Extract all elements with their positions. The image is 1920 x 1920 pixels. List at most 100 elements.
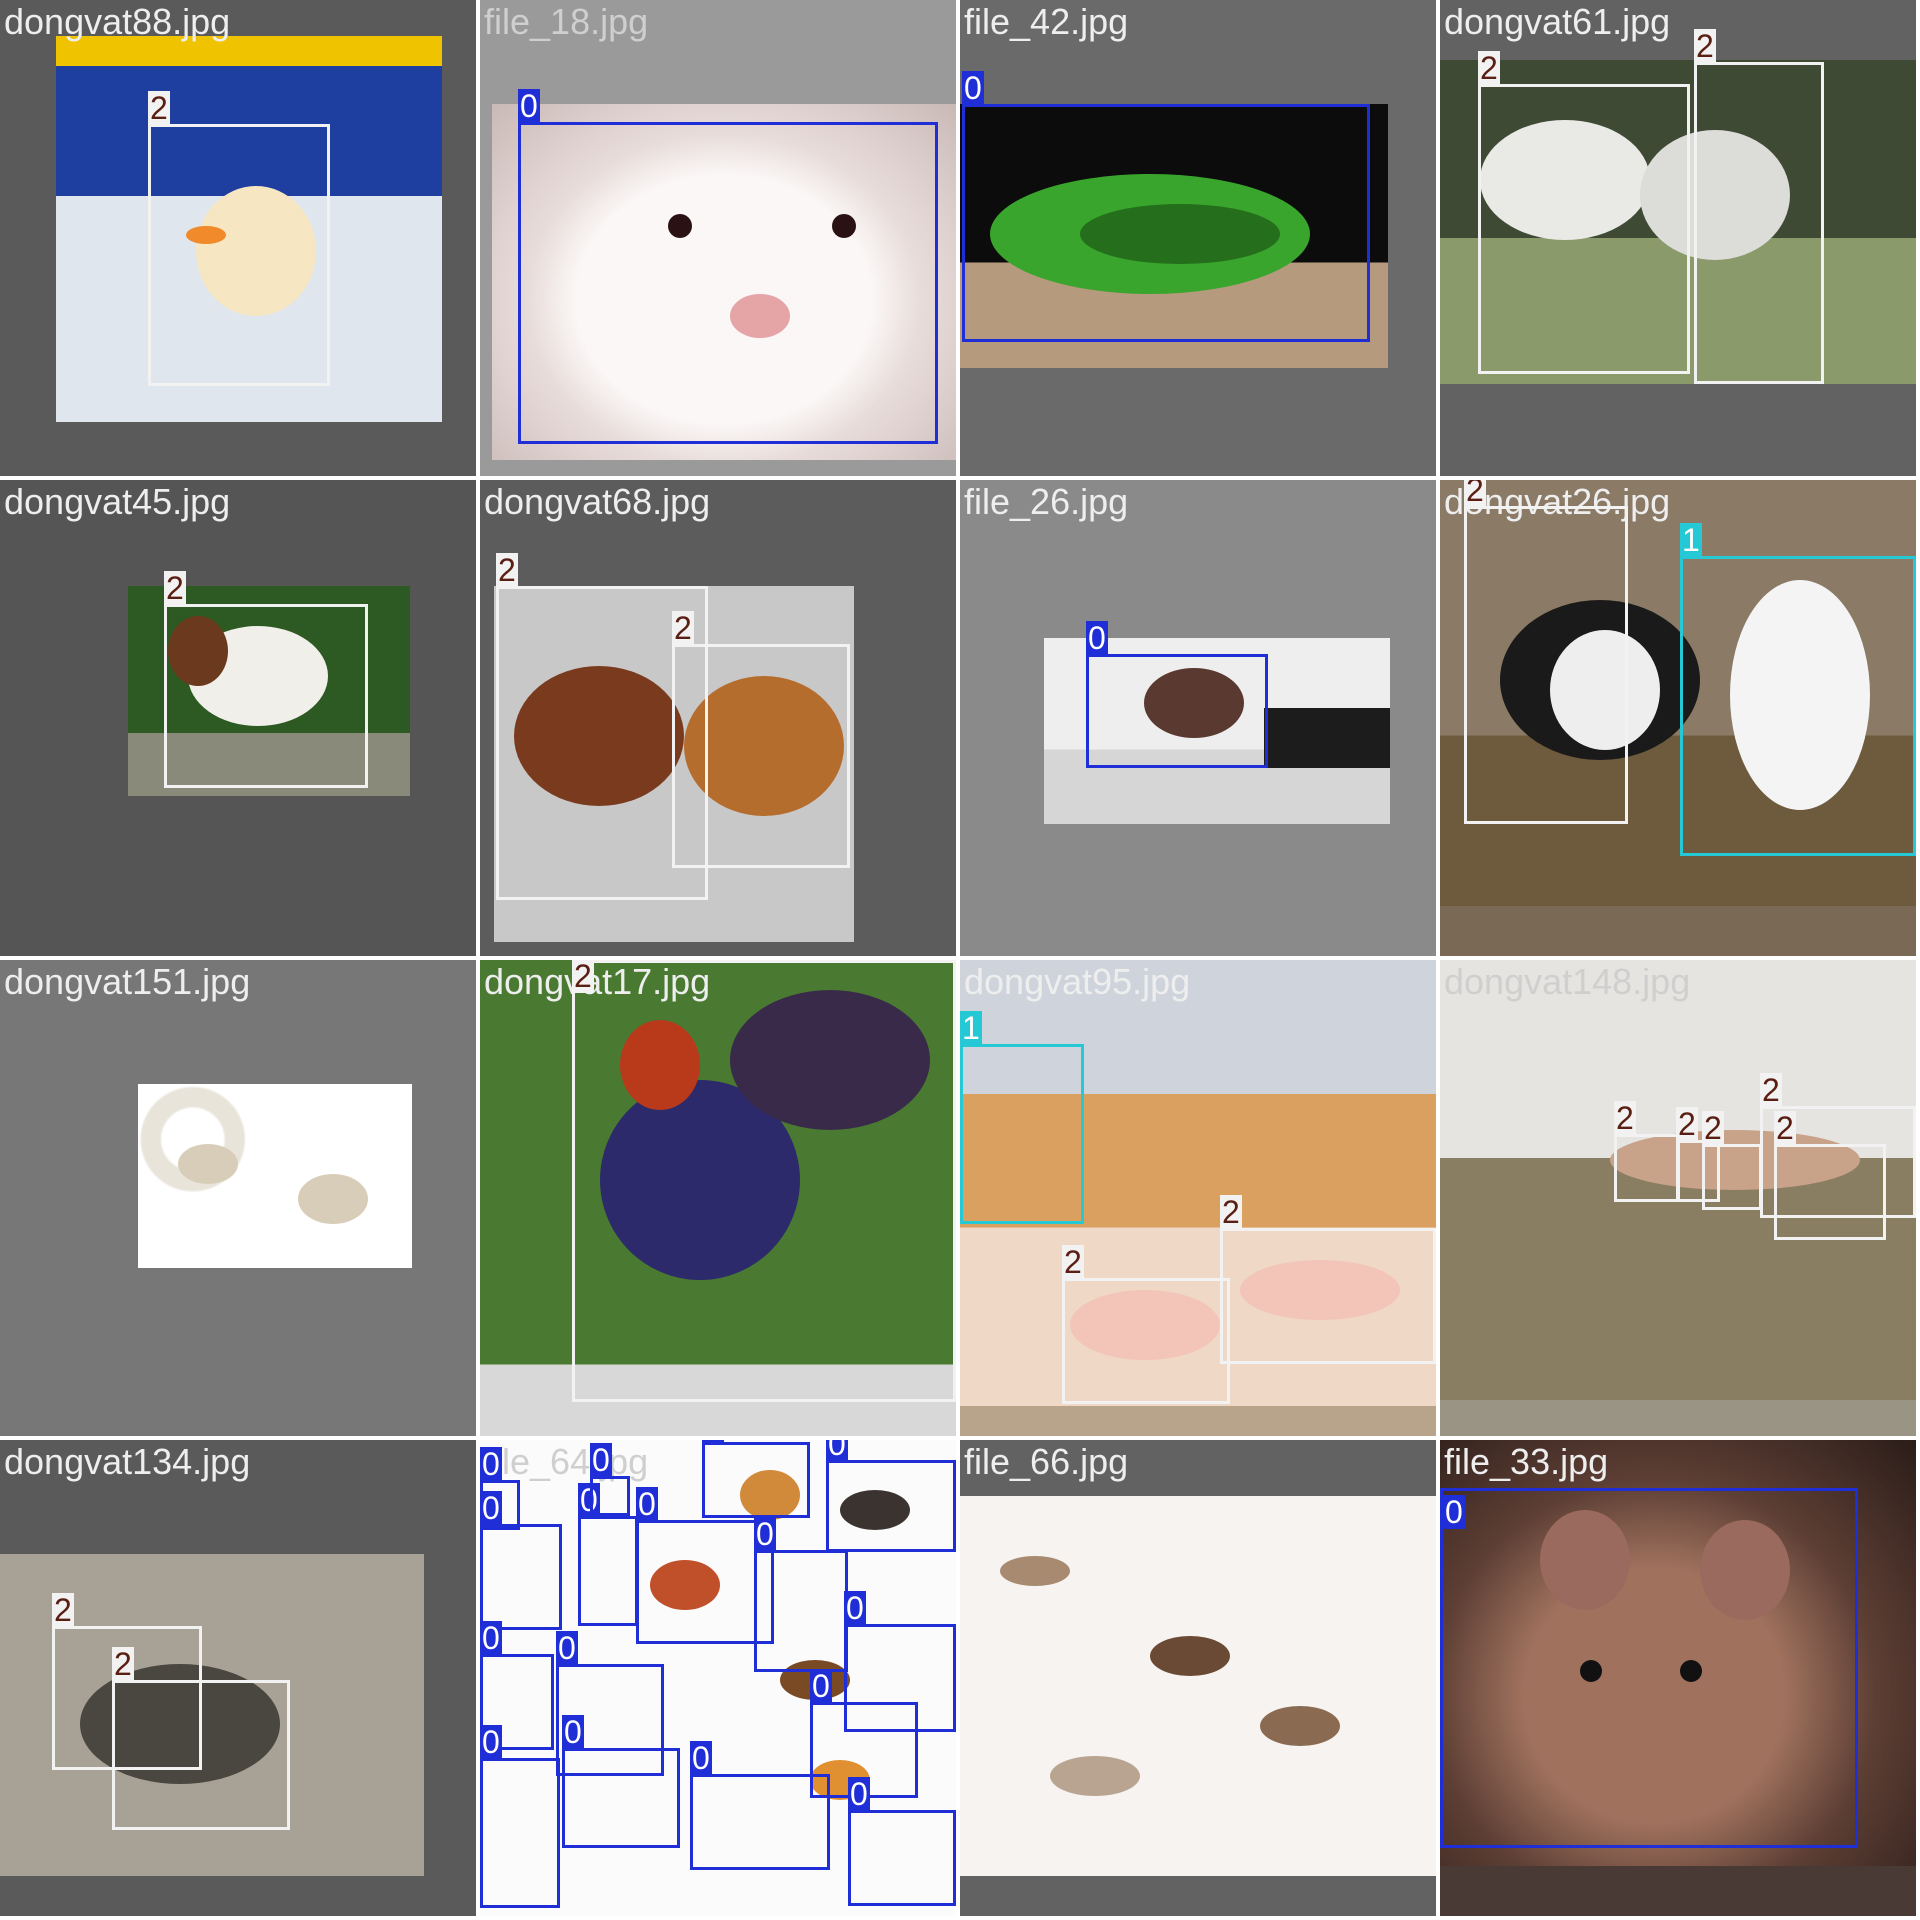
filename-label: dongvat17.jpg <box>484 961 711 1002</box>
tile-dongvat148: dongvat148.jpg 2 2 2 2 2 <box>1440 960 1916 1436</box>
rooster-photo <box>480 960 956 1436</box>
detection-box: 0 <box>690 1741 830 1870</box>
detection-box: 0 <box>844 1591 956 1732</box>
class-label: 0 <box>556 1630 578 1666</box>
detection-box: 2 <box>52 1593 202 1770</box>
filename-label: file_66.jpg <box>964 1441 1129 1482</box>
detection-box: 2 <box>1760 1073 1916 1218</box>
detection-box: 0 <box>1440 1488 1858 1848</box>
tile-dongvat95: dongvat95.jpg 1 2 2 <box>960 960 1436 1436</box>
class-label: 0 <box>962 70 984 106</box>
detection-box: 2 <box>1062 1245 1230 1404</box>
class-label: 2 <box>672 610 694 646</box>
class-label: 2 <box>1760 1072 1782 1108</box>
class-label: 0 <box>480 1724 502 1760</box>
filename-label: dongvat148.jpg <box>1444 961 1691 1002</box>
detection-box: 2 <box>1702 1111 1762 1210</box>
weasel-chart-blurred-photo <box>960 1496 1436 1876</box>
detection-box: 2 <box>1220 1195 1436 1364</box>
detection-box: 1 <box>960 1011 1084 1224</box>
detection-box: 2 <box>148 91 330 386</box>
detection-box: 0 <box>636 1487 774 1644</box>
tile-dongvat134: dongvat134.jpg 2 2 <box>0 1440 476 1916</box>
goats-photo <box>1440 60 1916 384</box>
class-label: 1 <box>960 1010 982 1046</box>
filename-label: file_33.jpg <box>1444 1441 1609 1482</box>
detection-box: 2 <box>572 960 956 1402</box>
filename-label: dongvat95.jpg <box>964 961 1191 1002</box>
goat-photo <box>128 586 410 796</box>
class-label: 0 <box>562 1714 584 1750</box>
filename-label: dongvat134.jpg <box>4 1441 251 1482</box>
detection-box: 0 <box>480 1491 562 1630</box>
tile-dongvat45: dongvat45.jpg 2 <box>0 480 476 956</box>
detection-box: 2 <box>164 571 368 788</box>
tile-dongvat17: dongvat17.jpg 2 <box>480 960 956 1436</box>
filename-label: dongvat68.jpg <box>484 481 711 522</box>
class-label: 2 <box>1702 1110 1724 1146</box>
class-label: 0 <box>810 1668 832 1704</box>
filename-label: dongvat151.jpg <box>4 961 251 1002</box>
detection-box: 0 <box>556 1631 664 1776</box>
detection-box: 0 <box>962 71 1370 342</box>
detection-box: 2 <box>1464 480 1628 824</box>
snake-photo <box>960 104 1388 368</box>
duck-photo <box>56 36 442 422</box>
tile-file26: file_26.jpg 0 <box>960 480 1436 956</box>
detection-box: 2 <box>112 1647 290 1830</box>
class-label: 2 <box>52 1592 74 1628</box>
detection-box: 0 <box>578 1483 638 1626</box>
tile-dongvat26: dongvat26.jpg 2 1 <box>1440 480 1916 956</box>
detection-box: 0 <box>590 1443 630 1516</box>
pig-farm-photo <box>960 960 1436 1406</box>
detection-box: 2 <box>1774 1111 1886 1240</box>
tile-dongvat151: dongvat151.jpg <box>0 960 476 1436</box>
weasel-chart-photo <box>480 1440 956 1916</box>
filename-label: file_18.jpg <box>484 1 649 42</box>
class-label: 0 <box>848 1776 870 1812</box>
detection-box: 2 <box>1676 1107 1720 1202</box>
detection-box: 0 <box>1086 621 1268 768</box>
detection-box: 2 <box>1478 51 1690 374</box>
detection-box: 0 <box>480 1725 560 1908</box>
filename-label: dongvat45.jpg <box>4 481 231 522</box>
class-label: 0 <box>1086 620 1108 656</box>
detection-box: 2 <box>672 611 850 868</box>
class-label: 2 <box>164 570 186 606</box>
detection-box: 0 <box>480 1447 520 1530</box>
class-label: 2 <box>112 1646 134 1682</box>
tile-file66: file_66.jpg <box>960 1440 1436 1916</box>
tile-dongvat68: dongvat68.jpg 2 2 <box>480 480 956 956</box>
class-label: 1 <box>1680 522 1702 558</box>
detection-box: 0 <box>826 1440 956 1552</box>
filename-label: dongvat88.jpg <box>4 1 231 42</box>
detection-box: 0 <box>702 1440 810 1518</box>
class-label: 0 <box>480 1446 502 1482</box>
detection-box: 0 <box>848 1777 956 1906</box>
class-label: 2 <box>572 960 594 994</box>
class-label: 0 <box>702 1440 724 1443</box>
class-label: 0 <box>1443 1494 1465 1530</box>
class-label: 0 <box>844 1590 866 1626</box>
cow-person-photo <box>1440 480 1916 906</box>
class-label: 0 <box>690 1740 712 1776</box>
class-label: 0 <box>636 1486 658 1522</box>
mouse-closeup-photo <box>1440 1440 1916 1866</box>
detection-box: 1 <box>1680 523 1916 856</box>
class-label: 0 <box>754 1516 776 1552</box>
detection-box: 0 <box>480 1621 554 1750</box>
detection-box: 2 <box>1694 29 1824 384</box>
class-label: 2 <box>1774 1110 1796 1146</box>
class-label: 2 <box>496 552 518 588</box>
class-label: 0 <box>826 1440 848 1461</box>
detection-box: 0 <box>810 1669 918 1798</box>
class-label: 2 <box>1062 1244 1084 1280</box>
class-label: 2 <box>148 90 170 126</box>
class-label: 2 <box>1464 480 1486 507</box>
tile-file64: file_64.jpg 0 0 0 0 0 0 0 0 0 0 0 0 0 0 … <box>480 1440 956 1916</box>
class-label: 2 <box>1220 1194 1242 1230</box>
class-label: 0 <box>480 1620 502 1656</box>
class-label: 0 <box>518 88 540 124</box>
filename-label: file_42.jpg <box>964 1 1129 42</box>
